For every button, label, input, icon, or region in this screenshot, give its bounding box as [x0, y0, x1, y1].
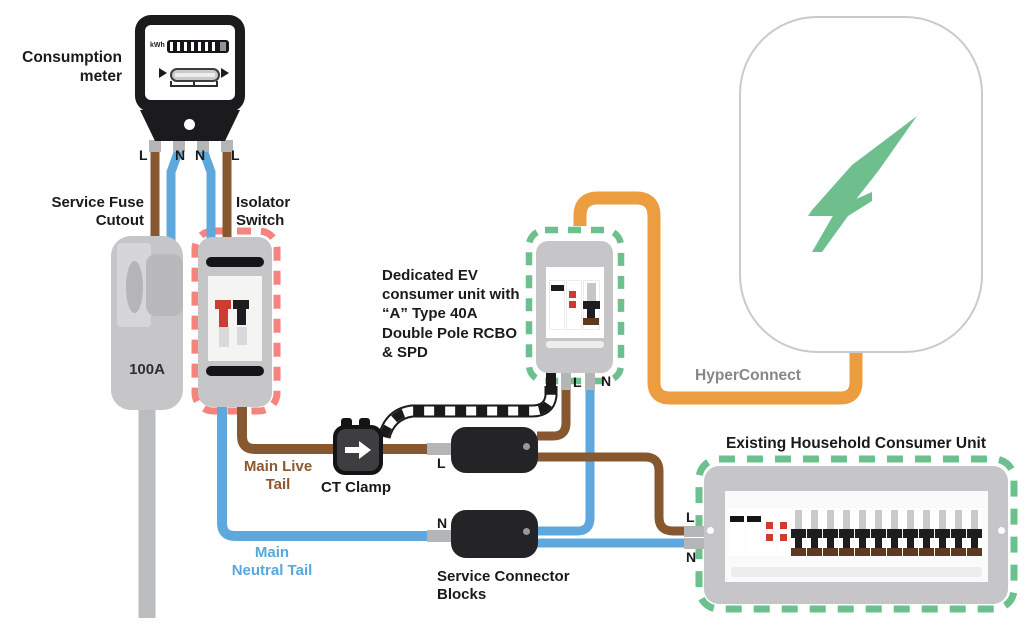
breaker-module — [951, 508, 966, 556]
meter-digit — [184, 42, 187, 51]
main-switch-module — [729, 508, 745, 556]
disc-arrow-left-icon — [159, 68, 167, 78]
block-live-label: L — [437, 455, 446, 471]
rcd-module — [777, 508, 790, 556]
meter-digit — [170, 42, 173, 51]
household-live-wire — [537, 452, 692, 536]
breaker-module — [919, 508, 934, 556]
breaker-module — [807, 508, 822, 556]
ev-live-wire — [537, 388, 571, 441]
breaker-module — [839, 508, 854, 556]
service-fuse-cutout-label: Service Fuse Cutout — [51, 194, 144, 230]
breaker-module — [791, 508, 806, 556]
household-live-label: L — [686, 509, 695, 525]
ct-clamp-label: CT Clamp — [320, 479, 391, 496]
isolator-toggle-black — [233, 300, 249, 309]
meter-disc — [170, 68, 220, 82]
ev-main-switch — [551, 285, 564, 291]
ev-rcbo-breaker — [583, 301, 600, 309]
meter-decimal-digit — [220, 42, 226, 51]
household-neutral-label: N — [686, 549, 697, 565]
meter-neutral-right-wire — [198, 148, 216, 242]
breaker-module — [823, 508, 838, 556]
meter-digit — [205, 42, 208, 51]
meter-digit — [191, 42, 194, 51]
household-unit-title: Existing Household Consumer Unit — [725, 435, 987, 452]
fuse-rating-label: 100A — [129, 361, 165, 378]
meter-digit — [212, 42, 215, 51]
isolator-switch-label: Isolator Switch — [236, 194, 291, 230]
ev-unit-highlight-outline — [525, 226, 625, 385]
meter-screen — [145, 25, 235, 100]
breaker-module — [855, 508, 870, 556]
meter-kwh-label: kWh — [150, 42, 165, 49]
rcd-module — [763, 508, 776, 556]
meter-screw — [184, 119, 195, 130]
disc-scale — [170, 85, 218, 87]
isolator-toggle-red — [215, 300, 231, 309]
meter-terminal-l1: L — [139, 147, 148, 163]
main-neutral-tail-wire — [217, 403, 438, 541]
meter-digit — [177, 42, 180, 51]
disc-arrow-right-icon — [221, 68, 229, 78]
ct-sensor-cable — [377, 386, 558, 439]
isolator-highlight-outline — [191, 227, 281, 415]
connector-block-live — [451, 427, 538, 473]
meter-terminal-l2: L — [231, 147, 240, 163]
meter-digit — [198, 42, 201, 51]
main-live-tail-label: Main Live Tail — [243, 458, 313, 494]
meter-terminal-n2: N — [195, 147, 206, 163]
ev-neutral-wire — [537, 388, 595, 536]
meter-terminal-n1: N — [175, 147, 186, 163]
household-modules — [729, 508, 982, 556]
breaker-module — [887, 508, 902, 556]
main-live-tail-wire — [237, 403, 438, 454]
block-neutral-label: N — [437, 515, 448, 531]
meter-digit-display — [167, 40, 229, 53]
connector-block-neutral — [451, 510, 538, 558]
hyperconnect-cable — [573, 191, 863, 405]
breaker-module — [903, 508, 918, 556]
breaker-module — [935, 508, 950, 556]
ev-unit-label: Dedicated EV consumer unit with “A” Type… — [382, 267, 520, 361]
consumption-meter-label: Consumption meter — [22, 49, 122, 85]
lightning-bolt-icon — [808, 116, 917, 252]
hyperconnect-label: HyperConnect — [695, 367, 801, 384]
terminal-stubs — [149, 140, 704, 549]
right-arrow-icon — [345, 441, 371, 459]
main-neutral-tail-label: Main Neutral Tail — [231, 544, 313, 580]
ct-sensor-stub — [546, 371, 556, 389]
main-switch-module — [746, 508, 762, 556]
ev-live-label: L — [573, 374, 582, 390]
ev-charger — [739, 16, 983, 353]
isolator-panel — [208, 276, 262, 361]
meter-neutral-left-wire — [166, 148, 184, 242]
ev-neutral-label: N — [601, 373, 612, 389]
cutout-window — [126, 261, 143, 313]
breaker-module — [871, 508, 886, 556]
cutout-fuse-carrier — [146, 254, 183, 316]
breaker-module — [967, 508, 982, 556]
service-connector-blocks-label: Service Connector Blocks — [437, 568, 570, 604]
